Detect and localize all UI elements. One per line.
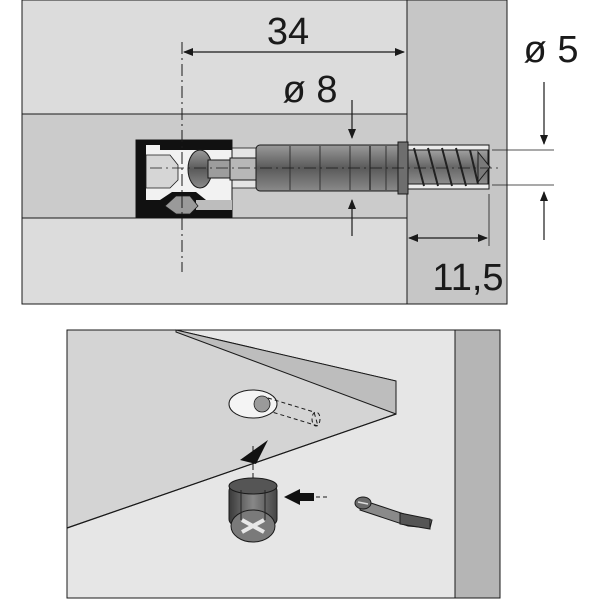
dim-diameter-8-label: ø 8 xyxy=(283,69,338,111)
section-view: 34 ø 8 ø 5 11,5 xyxy=(21,0,578,305)
dim-11-5-label: 11,5 xyxy=(432,257,503,299)
threaded-screw xyxy=(407,147,491,187)
dim-34-label: 34 xyxy=(267,11,309,53)
dimension-screw-diameter: ø 5 xyxy=(492,29,578,240)
dimension-screw-depth: 11,5 xyxy=(408,194,504,299)
dimension-bolt-diameter: ø 8 xyxy=(283,69,356,236)
dimension-length: 34 xyxy=(183,11,405,56)
insert-left-arrow xyxy=(284,489,314,505)
cam-housing xyxy=(135,139,233,219)
bolt-head xyxy=(187,149,257,189)
cam-hole xyxy=(228,389,321,427)
assembly-view xyxy=(66,329,501,599)
insert-up-arrow xyxy=(240,440,268,464)
connecting-bolt xyxy=(354,496,433,530)
dim-diameter-5-label: ø 5 xyxy=(524,29,579,71)
cam-lock xyxy=(228,477,278,543)
assembly-side-panel xyxy=(454,329,501,599)
